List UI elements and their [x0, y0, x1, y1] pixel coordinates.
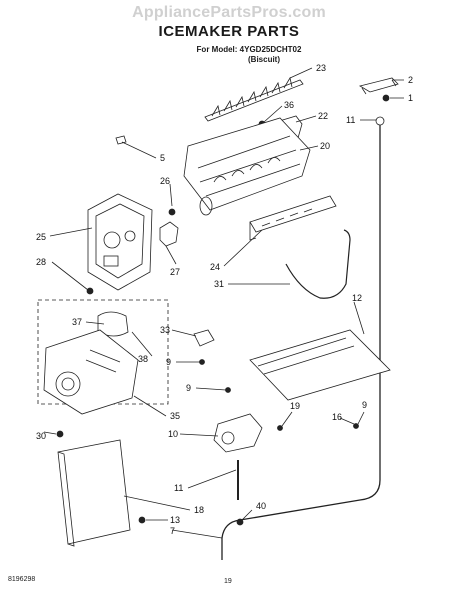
bin-shelf-part	[249, 329, 391, 401]
callout-12: 12	[352, 293, 362, 303]
callout-1: 1	[408, 93, 413, 103]
callout-13: 13	[170, 515, 180, 525]
callout-30: 30	[36, 431, 46, 441]
bracket-part	[358, 77, 399, 102]
callout-19: 19	[290, 401, 300, 411]
catalog-code: 8196298	[8, 576, 36, 583]
stripper-part	[249, 195, 337, 241]
callout-25: 25	[36, 232, 46, 242]
callout-9a: 9	[166, 357, 171, 367]
callout-28: 28	[36, 257, 46, 267]
callout-20: 20	[320, 141, 330, 151]
callout-22: 22	[318, 111, 328, 121]
callout-7: 7	[170, 526, 175, 536]
callout-40: 40	[256, 501, 266, 511]
watermark: AppliancePartsPros.com	[132, 4, 326, 21]
model-line: For Model: 4YGD25DCHT02	[196, 45, 302, 54]
ice-mold-part	[183, 117, 311, 216]
motor-housing-part	[87, 193, 153, 291]
callout-33: 33	[160, 325, 170, 335]
callout-9b: 9	[186, 383, 191, 393]
water-valve-part	[213, 413, 263, 500]
model-subtitle: For Model: 4YGD25DCHT02 (Biscuit)	[0, 45, 458, 65]
ejector-blades-part	[204, 76, 304, 122]
callout-11b: 11	[174, 483, 183, 493]
callout-9c: 9	[362, 400, 367, 410]
callout-23: 23	[316, 63, 326, 73]
callout-26: 26	[160, 176, 170, 186]
page-number: 19	[224, 578, 232, 585]
callout-10: 10	[168, 429, 178, 439]
callout-5: 5	[160, 153, 165, 163]
callout-36: 36	[284, 100, 294, 110]
callout-35: 35	[170, 411, 180, 421]
callout-38: 38	[138, 354, 148, 364]
callout-18: 18	[194, 505, 204, 515]
callout-37: 37	[72, 317, 82, 327]
callout-16: 16	[332, 412, 342, 422]
module-part	[43, 329, 139, 415]
callout-24: 24	[210, 262, 220, 272]
callout-11a: 11	[346, 115, 355, 125]
callout-27: 27	[170, 267, 180, 277]
callout-2: 2	[408, 75, 413, 85]
color-line: (Biscuit)	[248, 55, 280, 64]
callout-31: 31	[214, 279, 224, 289]
callout-labels: 23 2 1 36 22 11 5 20 26 25 28 27 24 31 1…	[36, 63, 413, 536]
page-title: ICEMAKER PARTS	[158, 23, 300, 40]
cover-box-part	[57, 439, 131, 547]
